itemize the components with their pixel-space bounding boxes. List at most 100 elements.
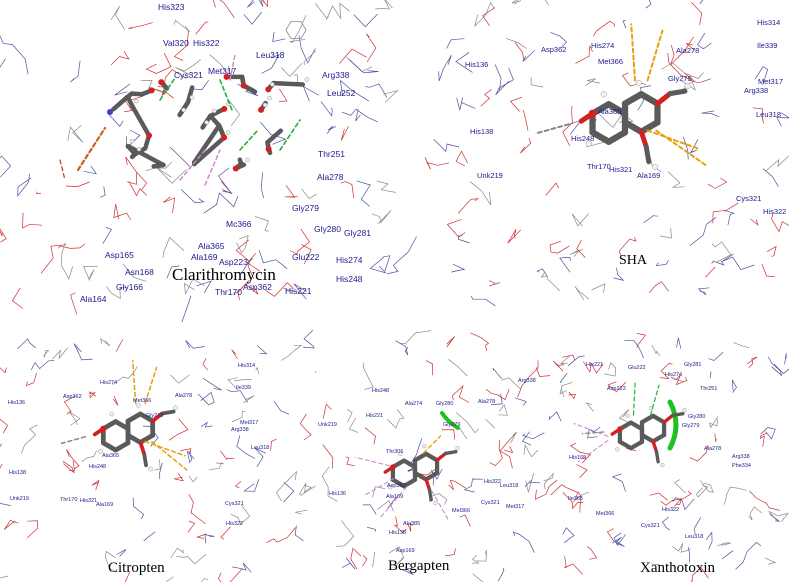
residue-wire: [407, 467, 418, 472]
residue-wire: [386, 409, 405, 429]
ligand-bond: [130, 103, 152, 138]
residue-wire: [661, 62, 704, 80]
methyl-bond: [667, 88, 688, 97]
residue-wire: [455, 52, 473, 73]
clarithromycin-ligand: [59, 20, 310, 186]
residue-wire: [68, 411, 81, 426]
residue-wire: [218, 167, 233, 195]
residue-wire: [761, 263, 775, 277]
residue-wire: [571, 213, 589, 227]
residue-label: Cys321: [736, 194, 761, 203]
residue-wire: [298, 485, 316, 496]
residue-wire: [197, 391, 215, 406]
carbon-hydrogen-bond: [577, 439, 609, 463]
ligand-bond: [185, 85, 195, 105]
residue-label: Arg338: [518, 378, 536, 384]
residue-wire: [636, 333, 647, 348]
residue-wire: [562, 354, 576, 361]
residue-wire: [315, 3, 330, 19]
residue-wire: [386, 236, 417, 275]
residue-label: Glu222: [628, 365, 646, 371]
methoxy-bond: [138, 440, 147, 456]
residue-wire: [128, 22, 153, 30]
hydrogen-atom: [635, 80, 642, 86]
residue-wire: [107, 112, 124, 127]
oxygen-atom: [232, 165, 239, 172]
residue-label: Gly281: [344, 228, 371, 238]
residue-wire: [470, 295, 496, 307]
residue-wire: [670, 376, 684, 382]
residue-wire: [455, 412, 479, 434]
residue-label: Arg338: [231, 427, 249, 433]
residue-wire: [345, 456, 355, 467]
residue-wire: [234, 379, 252, 382]
residue-wire: [181, 295, 192, 323]
caption-sha: SHA: [619, 253, 648, 268]
residue-label: His138: [470, 127, 493, 136]
residue-wire: [662, 516, 670, 531]
residue-wire: [613, 267, 625, 282]
residue-wire: [234, 481, 242, 489]
residue-wire: [709, 371, 712, 379]
residue-wire: [576, 464, 588, 478]
residue-wire: [776, 112, 789, 127]
residue-label: Glu222: [292, 252, 320, 262]
residue-label: His221: [586, 362, 603, 368]
residue-wire: [569, 442, 592, 464]
residue-wire: [607, 381, 627, 393]
residue-wire: [145, 161, 172, 172]
residue-label: His274: [100, 380, 117, 386]
citropten-residue-wires: [0, 337, 296, 582]
residue-label: Unk219: [477, 171, 503, 180]
residue-wire: [166, 576, 174, 582]
residue-wire: [708, 416, 719, 429]
residue-wire: [456, 97, 476, 111]
residue-wire: [491, 393, 503, 405]
residue-wire: [622, 19, 627, 29]
residue-wire: [643, 215, 658, 224]
residue-wire: [618, 237, 637, 258]
oxygen-atom: [146, 132, 153, 139]
residue-wire: [170, 547, 184, 559]
residue-wire: [17, 173, 31, 197]
hydrogen-atom: [600, 91, 607, 98]
residue-wire: [127, 172, 138, 185]
residue-wire: [433, 139, 460, 153]
residue-wire: [228, 99, 241, 127]
residue-wire: [365, 83, 388, 98]
residue-wire: [765, 155, 789, 172]
residue-wire: [577, 491, 582, 513]
residue-label: Ala274: [405, 401, 422, 407]
residue-wire: [372, 551, 376, 568]
residue-wire: [81, 450, 98, 462]
residue-wire: [382, 255, 391, 272]
residue-wire: [283, 287, 303, 293]
residue-wire: [112, 366, 138, 385]
residue-wire: [342, 557, 356, 570]
residue-wire: [372, 486, 386, 498]
carbon-hydrogen-bond: [363, 477, 395, 497]
residue-wire: [514, 42, 525, 62]
residue-label: Gly280: [436, 401, 453, 407]
residue-label: His248: [336, 274, 363, 284]
residue-wire: [699, 480, 714, 493]
residue-wire: [0, 228, 7, 243]
residue-wire: [202, 358, 208, 371]
residue-wire: [697, 287, 710, 296]
residue-wire: [545, 182, 560, 196]
residue-wire: [67, 125, 84, 143]
residue-wire: [301, 244, 312, 264]
residue-wire: [712, 202, 739, 224]
residue-wire: [470, 181, 492, 206]
residue-label: Arg338: [744, 86, 768, 95]
methoxy-bond: [150, 411, 165, 423]
residue-wire: [60, 242, 73, 280]
bergapten-ligand: [354, 411, 460, 522]
methyl-bond: [443, 450, 458, 456]
hydrogen-atom: [262, 102, 268, 108]
